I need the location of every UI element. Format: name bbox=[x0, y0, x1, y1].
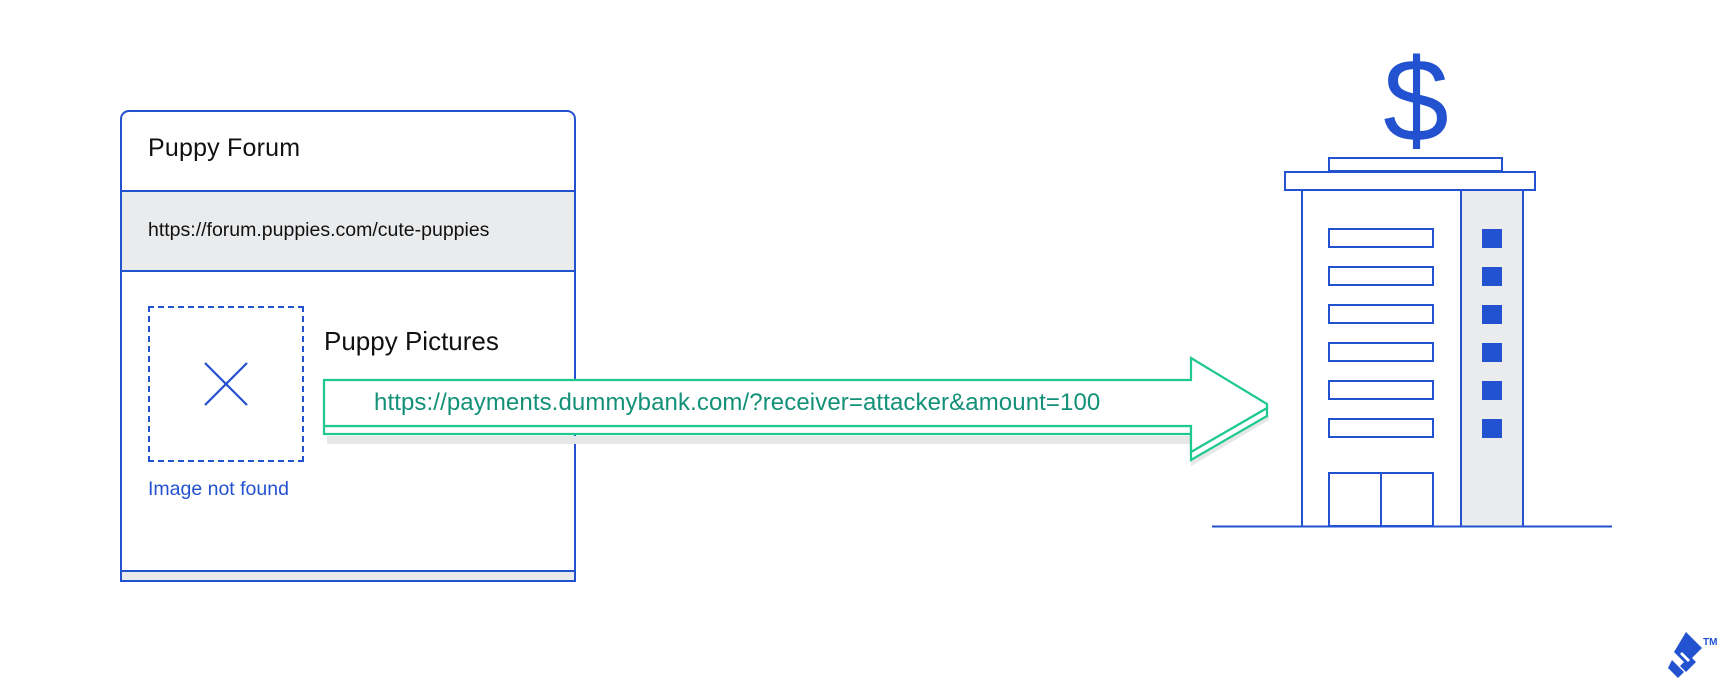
malicious-request-url: https://payments.dummybank.com/?receiver… bbox=[374, 389, 1101, 416]
post-title: Puppy Pictures bbox=[324, 326, 499, 356]
image-not-found-caption: Image not found bbox=[148, 478, 289, 500]
dollar-sign-icon: $ bbox=[1383, 35, 1449, 167]
forum-page-card: Puppy Forum https://forum.puppies.com/cu… bbox=[120, 110, 576, 582]
building-side-lights bbox=[1482, 229, 1502, 438]
broken-image-placeholder bbox=[148, 306, 304, 462]
address-bar[interactable]: https://forum.puppies.com/cute-puppies bbox=[122, 190, 574, 272]
trademark-label: TM bbox=[1703, 637, 1718, 648]
building-windows bbox=[1328, 228, 1434, 438]
forum-title: Puppy Forum bbox=[148, 134, 301, 162]
broken-image-x-icon bbox=[204, 362, 248, 406]
card-footer-bar bbox=[122, 570, 574, 580]
address-bar-url: https://forum.puppies.com/cute-puppies bbox=[148, 219, 490, 241]
toptal-logo-icon bbox=[1668, 632, 1702, 678]
